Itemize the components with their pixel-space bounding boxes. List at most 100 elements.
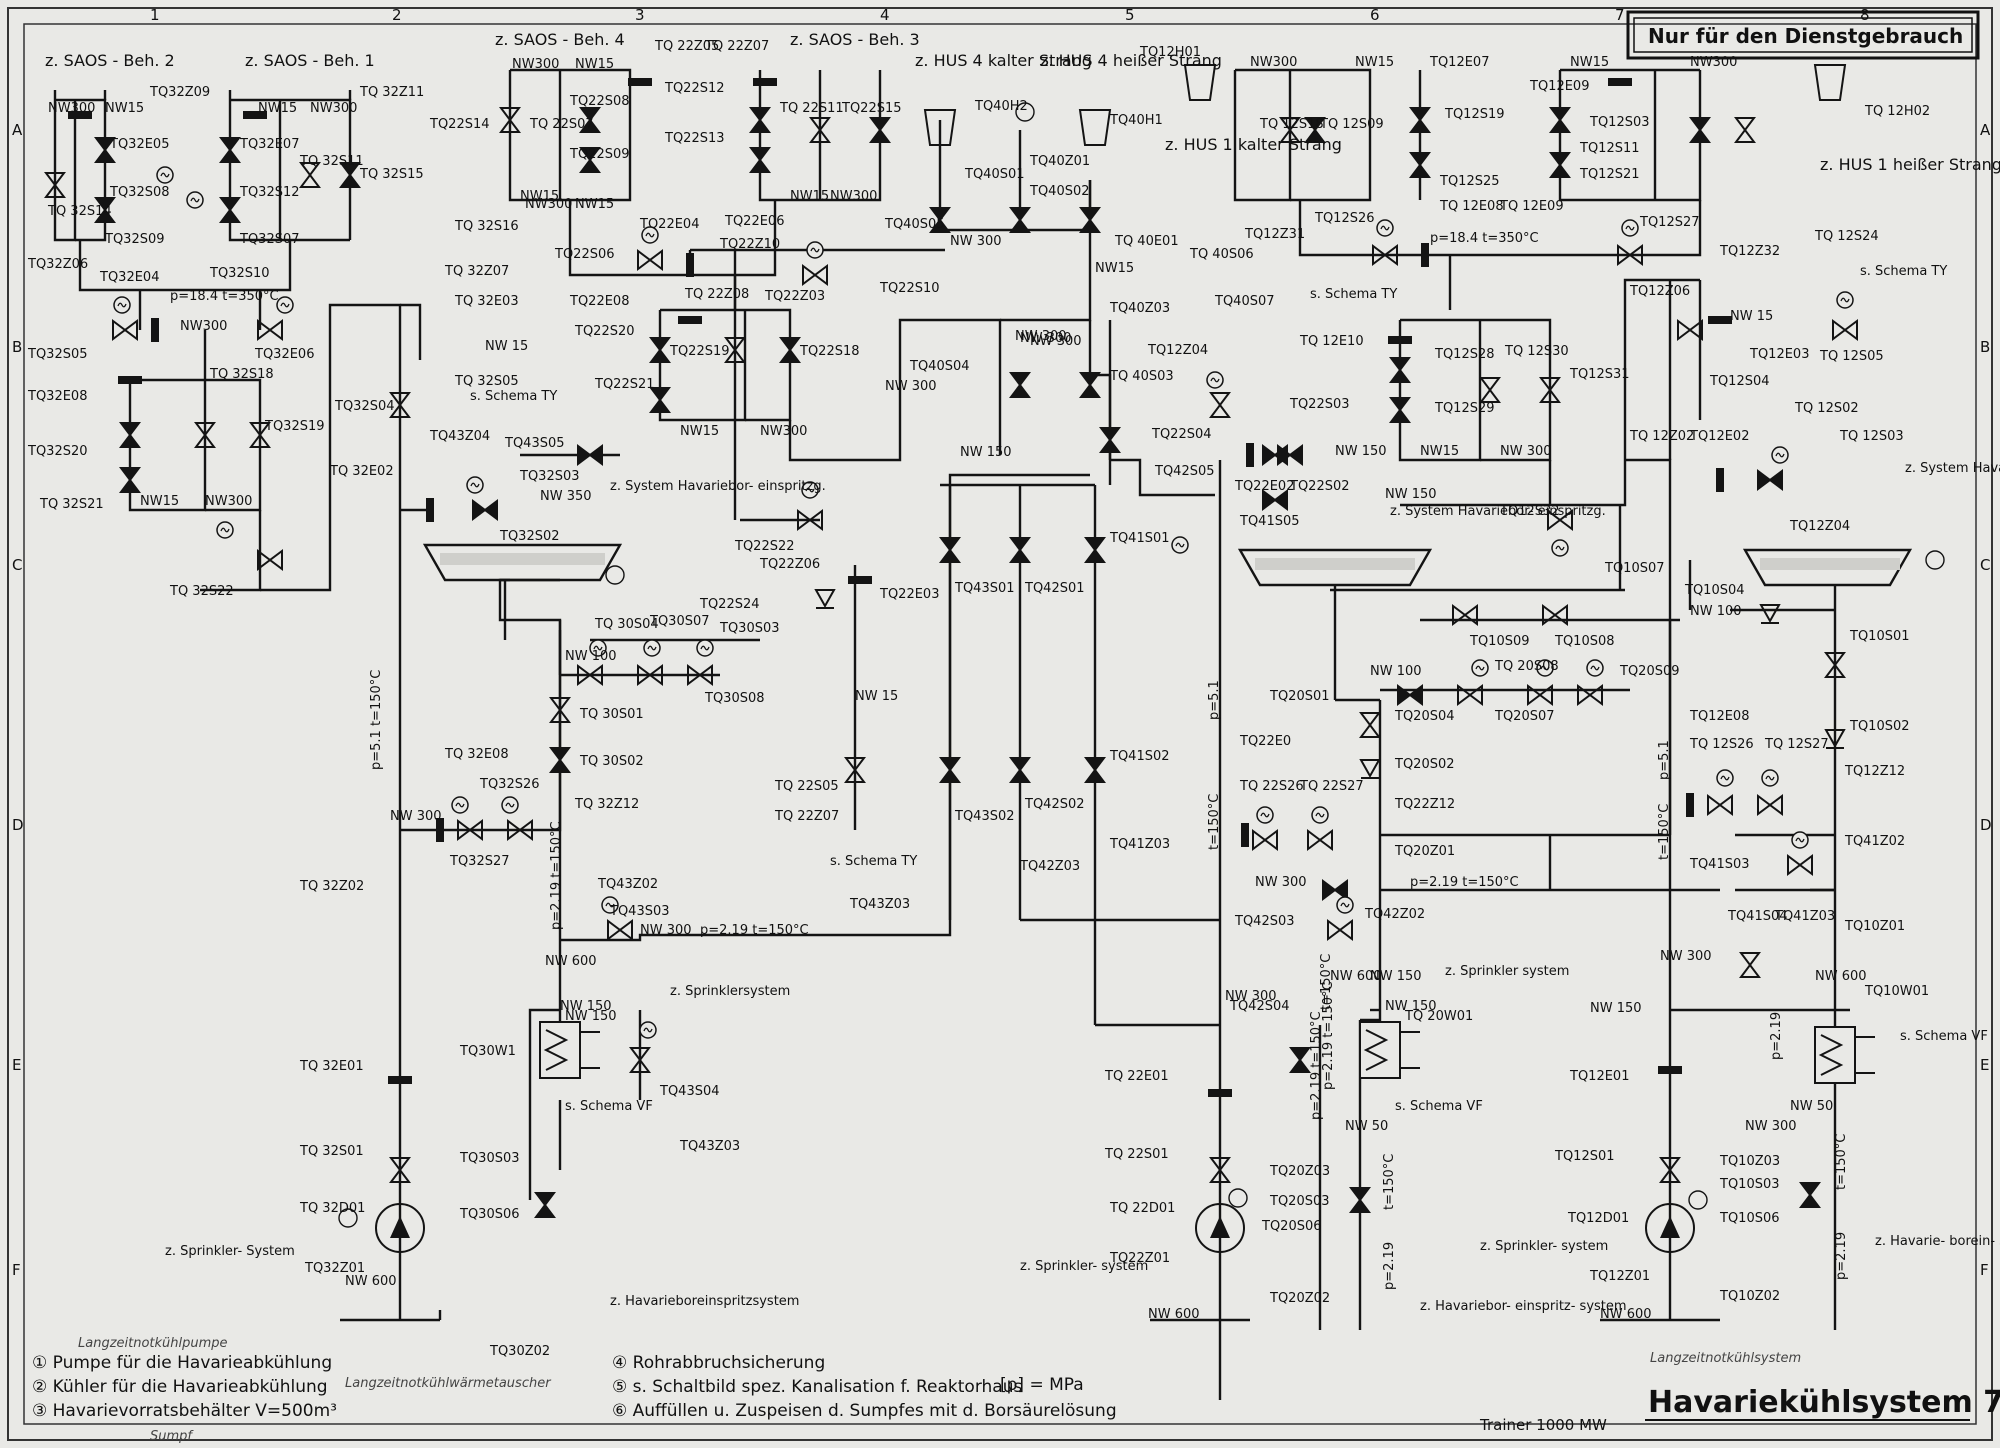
tag: z. Sprinkler- system [1020,1259,1148,1274]
tag: TQ43Z04 [429,429,490,444]
tag: TQ40S07 [1214,294,1275,309]
row-marker: B [1980,338,1990,356]
nw-label: NW15 [1570,55,1609,70]
cooler-TQ10W01[interactable] [1814,1026,1875,1084]
tag: z. System Havarie- boreinspritzg. [1905,461,2000,476]
tag: TQ 22E01 [1104,1069,1169,1084]
tag: TQ 30S04 [594,617,659,632]
tag: TQ 32Z02 [299,879,364,894]
row-marker: F [1980,1261,1989,1279]
tag: TQ10Z01 [1844,919,1905,934]
tag: TQ10Z02 [1719,1289,1780,1304]
nw-label: NW 100 [565,649,617,664]
tag: TQ32E04 [99,270,159,285]
tag: TQ43S01 [954,581,1015,596]
tag: TQ12E07 [1429,55,1489,70]
tag: TQ22S12 [664,81,725,96]
nw-label: NW 150 [1385,487,1437,502]
tag: TQ 32S18 [209,367,274,382]
pump-TQ32D01[interactable] [338,1203,425,1253]
nw-label: NW 300 [1745,1119,1797,1134]
legend-item: ② Kühler für die Havarieabkühlung [32,1377,328,1397]
tag: TQ22S24 [699,597,760,612]
tag: TQ22E03 [879,587,939,602]
row-marker: F [12,1261,21,1279]
tag: TQ22E04 [639,217,699,232]
tag: TQ 32S16 [454,219,519,234]
tag: TQ43Z02 [597,877,658,892]
tag: TQ43S05 [504,436,565,451]
tag: TQ12Z31 [1244,227,1305,242]
tag: TQ20S01 [1269,689,1330,704]
tag: TQ22Z12 [1394,797,1455,812]
classification-stamp: Nur für den Dienstgebrauch [1626,10,1980,60]
tag: TQ12S21 [1579,167,1640,182]
tag: TQ 12S18 [1259,117,1324,132]
tag: TQ32S07 [239,232,300,247]
tag: TQ12E01 [1569,1069,1629,1084]
tag: TQ40H1 [1109,113,1163,128]
nw-label: NW300 [512,57,559,72]
handnote: Sumpf [150,1429,194,1444]
row-markers: A B C D E F A B C D E F [12,121,1992,1279]
valves[interactable] [45,107,1858,1218]
legend: ① Pumpe für die Havarieabkühlung ② Kühle… [32,1336,1801,1444]
tag: TQ30S08 [704,691,765,706]
condition-label: p=2.19 t=150°C [1410,875,1519,890]
tag: z. Havarieboreinspritzsystem [610,1294,799,1309]
tag: TQ22E08 [569,294,629,309]
equipment-tags: z. SAOS - Beh. 2 z. SAOS - Beh. 1 TQ32Z0… [27,30,2000,1359]
nw-label: NW300 [48,101,95,116]
tag: TQ 20W01 [1404,1009,1473,1024]
pump-TQ22D01[interactable] [1195,1188,1248,1253]
row-marker: E [1980,1056,1989,1074]
tag: TQ43S02 [954,809,1015,824]
row-marker: E [12,1056,21,1074]
nw-label: NW 300 [1030,334,1082,349]
tag: z. HUS 4 kalter Strang [915,51,1092,70]
tag: TQ32Z01 [304,1261,365,1276]
tag: TQ32S10 [209,266,270,281]
condition-label: p=5.1 t=150°C [369,670,384,770]
tag: z. HUS 4 heißer Strang [1040,51,1222,70]
tag: TQ22Z03 [764,289,825,304]
tag: TQ32S04 [334,399,395,414]
pump-TQ12D01[interactable] [1645,1190,1708,1253]
nw-label: NW 150 [1370,969,1422,984]
nw-label: NW300 [1250,55,1297,70]
unit-note: [p] = MPa [1000,1375,1084,1395]
tag: TQ 22S27 [1299,779,1364,794]
nw-label: NW15 [520,189,559,204]
tag: TQ 32S11 [299,154,364,169]
tag: z. Sprinklersystem [670,984,790,999]
tag: TQ 32S01 [299,1144,364,1159]
cooler-TQ30W1[interactable] [539,1021,600,1079]
tag: TQ32Z09 [149,85,210,100]
tag: TQ22Z01 [1109,1251,1170,1266]
nw-label: NW 300 [885,379,937,394]
tag: z. SAOS - Beh. 3 [790,30,920,49]
tag: TQ42Z02 [1364,907,1425,922]
tag: TQ40Z01 [1029,154,1090,169]
tag: TQ12S26 [1314,211,1375,226]
tag: TQ 22S01 [1104,1147,1169,1162]
tag: TQ22Z10 [719,237,780,252]
tag: TQ22Z06 [759,557,820,572]
tag: TQ 32E08 [444,747,509,762]
tag: TQ12S29 [1434,401,1495,416]
nw-label: NW 600 [345,1274,397,1289]
tag: TQ22S19 [669,344,730,359]
tag: TQ42S04 [1229,999,1290,1014]
nw-label: NW 600 [545,954,597,969]
cooler-TQ20W01[interactable] [1359,1021,1420,1079]
tag: z. SAOS - Beh. 2 [45,51,175,70]
tag: TQ 32Z07 [444,264,509,279]
tag: z. Sprinkler- system [1480,1239,1608,1254]
nw-label: NW15 [140,494,179,509]
tag: TQ32Z06 [27,257,88,272]
tag: z. SAOS - Beh. 4 [495,30,625,49]
break-safeguard-TQ12H01 [1183,64,1217,101]
tag: TQ 12S30 [1504,344,1569,359]
nw-label: NW300 [1690,55,1737,70]
actuators [113,166,1854,1039]
